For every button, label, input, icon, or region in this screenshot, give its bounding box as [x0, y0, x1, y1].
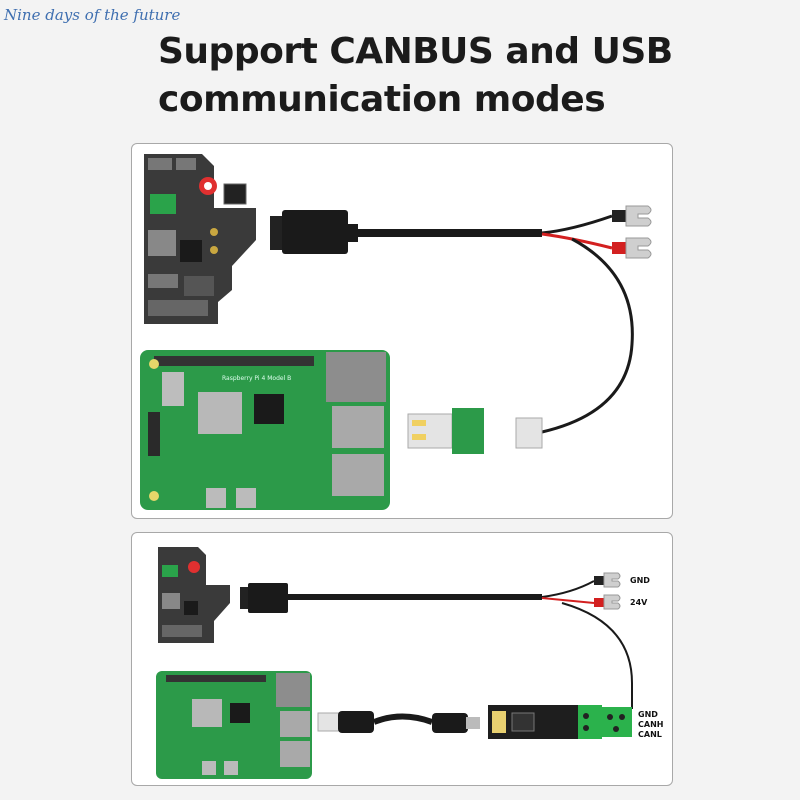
- controller-board: [158, 547, 230, 643]
- usb-adapter: [407, 408, 543, 454]
- can-l-label: CANL: [638, 730, 662, 739]
- can-gnd-label: GND: [638, 710, 658, 719]
- can-adapter-board: [488, 705, 632, 739]
- data-wire: [541, 237, 634, 434]
- ground-terminal: [594, 572, 621, 588]
- controller-board: [144, 154, 256, 324]
- 24v-label: 24V: [630, 598, 648, 607]
- can-wire: [561, 602, 633, 709]
- usb-cable: [317, 711, 480, 733]
- cable-plug: [270, 210, 358, 254]
- usb-mode-diagram: Raspberry Pi 4 Model B: [140, 154, 652, 510]
- watermark: Nine days of the future: [4, 6, 181, 24]
- black-wire: [541, 580, 595, 598]
- page-title-line-2: communication modes: [158, 79, 606, 120]
- gnd-label: GND: [630, 576, 650, 585]
- page-title: Support CANBUS and USB communication mod…: [158, 28, 673, 124]
- raspberry-pi-board: [156, 671, 312, 779]
- usb-mode-panel: Raspberry Pi 4 Model B: [131, 143, 673, 519]
- cable-plug: [240, 583, 288, 613]
- board-silkscreen: Raspberry Pi 4 Model B: [222, 375, 291, 382]
- ground-terminal: [612, 205, 652, 227]
- canbus-mode-diagram: GND 24V: [156, 547, 663, 779]
- power-terminal: [612, 237, 652, 259]
- red-wire: [541, 597, 595, 604]
- page-title-line-1: Support CANBUS and USB: [158, 31, 673, 72]
- black-wire: [541, 214, 613, 235]
- can-h-label: CANH: [638, 720, 663, 729]
- power-terminal: [594, 594, 621, 610]
- canbus-mode-panel: GND 24V: [131, 532, 673, 786]
- raspberry-pi-board: Raspberry Pi 4 Model B: [140, 350, 390, 510]
